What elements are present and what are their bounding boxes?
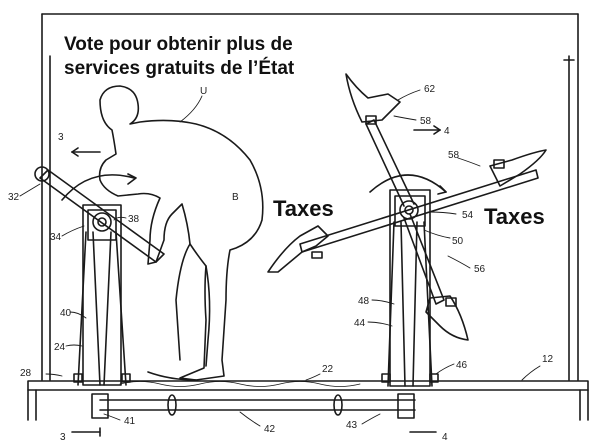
drive-shaft [91,393,416,419]
ref-50: 50 [452,236,464,247]
ref-3-top: 3 [58,132,64,143]
outer-frame [41,13,579,381]
ref-41: 41 [124,416,136,427]
ref-54: 54 [462,210,474,221]
right-post [369,174,447,387]
ref-56: 56 [474,264,486,275]
ref-28: 28 [20,368,32,379]
ref-U: U [200,86,207,97]
ref-24: 24 [54,342,66,353]
ref-4-bottom: 4 [442,432,448,443]
reference-numbers: 32 3 34 38 40 24 28 3 41 42 43 4 22 12 4… [8,84,554,443]
ref-12: 12 [542,354,554,365]
ref-38: 38 [128,214,140,225]
taxes-label-left: Taxes [273,196,334,221]
base-plate [27,380,589,421]
ref-22: 22 [322,364,334,375]
human-figure [98,85,264,381]
ref-B: B [232,192,239,203]
ref-62: 62 [424,84,436,95]
section-arrows [71,125,441,437]
ref-4-top: 4 [444,126,450,137]
ref-58-top: 58 [420,116,432,127]
ref-46: 46 [456,360,468,371]
hand-lever [34,166,165,263]
caption-line-2: services gratuits de l’État [64,58,295,79]
caption-line-1: Vote pour obtenir plus de [64,34,293,55]
ref-32: 32 [8,192,20,203]
ref-42: 42 [264,424,276,435]
ref-44: 44 [354,318,366,329]
left-foot [267,225,329,273]
left-post [73,204,131,386]
ref-58-right: 58 [448,150,460,161]
upper-crank [345,73,415,207]
ref-3-bottom: 3 [60,432,66,443]
ref-43: 43 [346,420,358,431]
ref-34: 34 [50,232,62,243]
seesaw-bar [299,169,539,253]
ref-40: 40 [60,308,72,319]
lower-crank [403,213,469,341]
leader-lines [19,89,541,427]
ref-48: 48 [358,296,370,307]
taxes-label-right: Taxes [484,204,545,229]
right-foot [489,149,547,187]
